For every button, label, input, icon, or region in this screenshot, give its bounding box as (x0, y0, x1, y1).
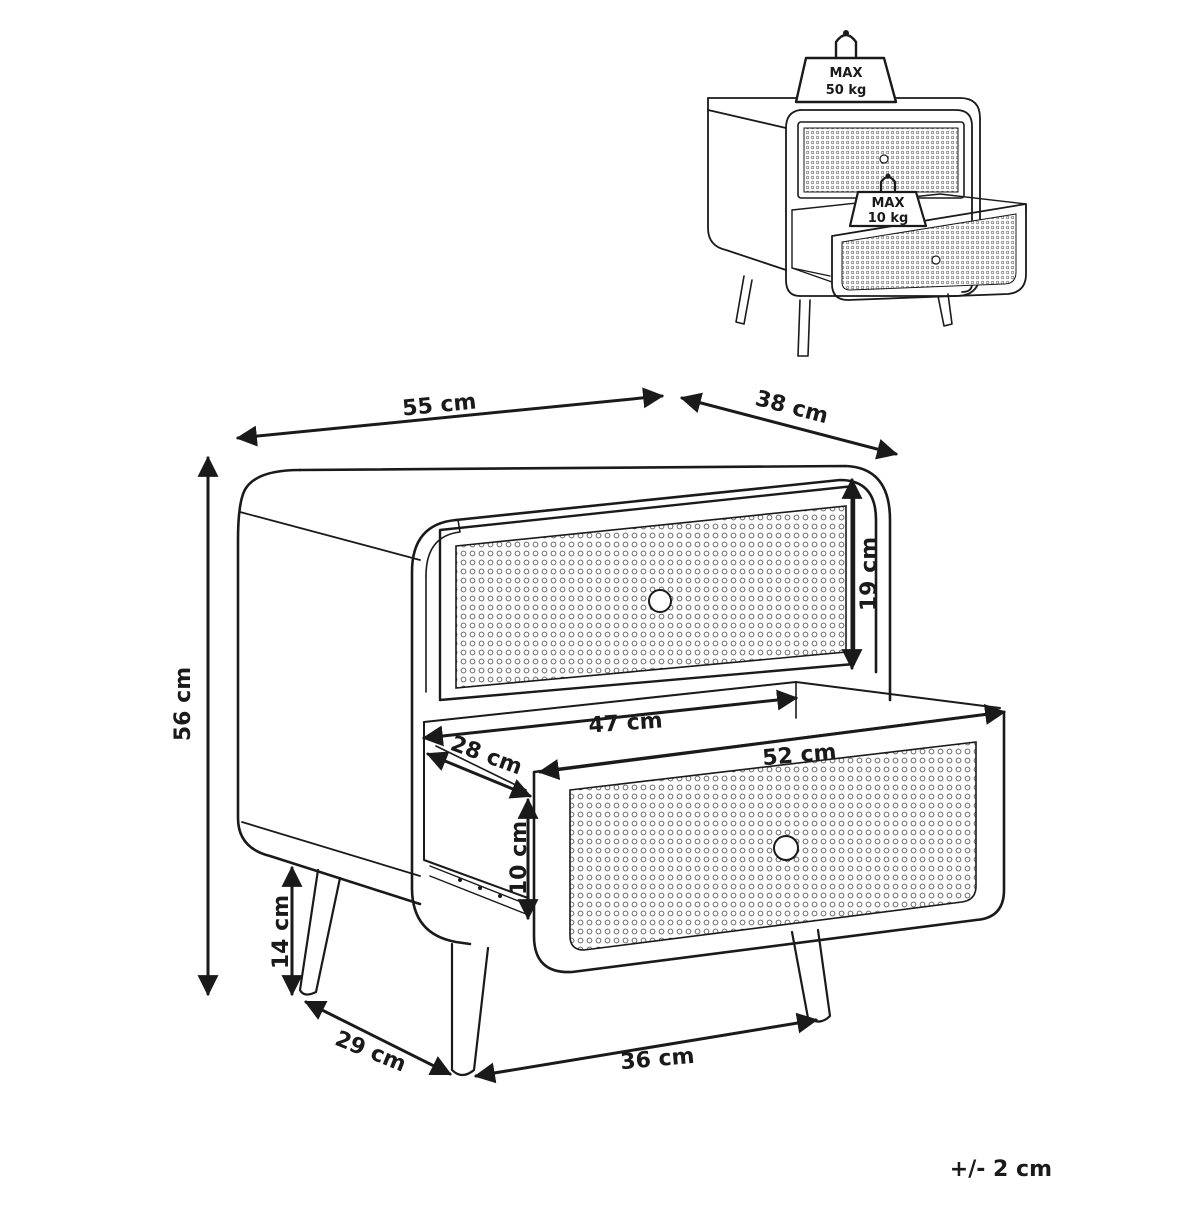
width-dimension-line (235, 387, 665, 447)
load-illustration: MAX 50 kg MAX 10 kg (707, 30, 1027, 357)
drawer-front-width-line (537, 704, 1007, 780)
main-cabinet (236, 464, 1006, 1077)
lower-drawer-knob-icon (773, 835, 799, 861)
leg-span-width-line (473, 1012, 819, 1084)
drawer-inner-width-label: 47 cm (588, 708, 664, 738)
lower-drawer (423, 681, 1006, 974)
drawer-height-label: 19 cm (857, 537, 882, 611)
drawer-inner-depth-line (426, 751, 532, 799)
drawer-max-value: 10 kg (868, 211, 909, 226)
leg-span-width-label: 36 cm (619, 1044, 695, 1075)
leg-span-depth-line (304, 1000, 452, 1076)
dimension-lines (197, 387, 1007, 1084)
lower-knob-icon (931, 255, 941, 265)
tolerance-note: +/- 2 cm (950, 1157, 1052, 1182)
depth-dimension-line (679, 392, 899, 460)
top-weight-icon: MAX 50 kg (794, 30, 898, 104)
upper-knob-icon (879, 154, 889, 164)
drawer-inner-height-label: 10 cm (507, 821, 532, 895)
drawer-inner-depth-label: 28 cm (447, 731, 525, 780)
height-label: 56 cm (171, 667, 196, 741)
top-max-value: 50 kg (826, 83, 867, 98)
leg-height-label: 14 cm (269, 895, 294, 969)
upper-drawer-knob-icon (648, 589, 672, 613)
dimension-labels: 55 cm 38 cm 56 cm 19 cm 47 cm 28 cm 52 c… (171, 386, 1052, 1182)
depth-label: 38 cm (753, 386, 831, 429)
drawer-max-label: MAX (871, 196, 904, 211)
drawer-weight-icon: MAX 10 kg (848, 173, 928, 228)
top-max-label: MAX (829, 66, 862, 81)
upper-drawer (438, 484, 856, 702)
